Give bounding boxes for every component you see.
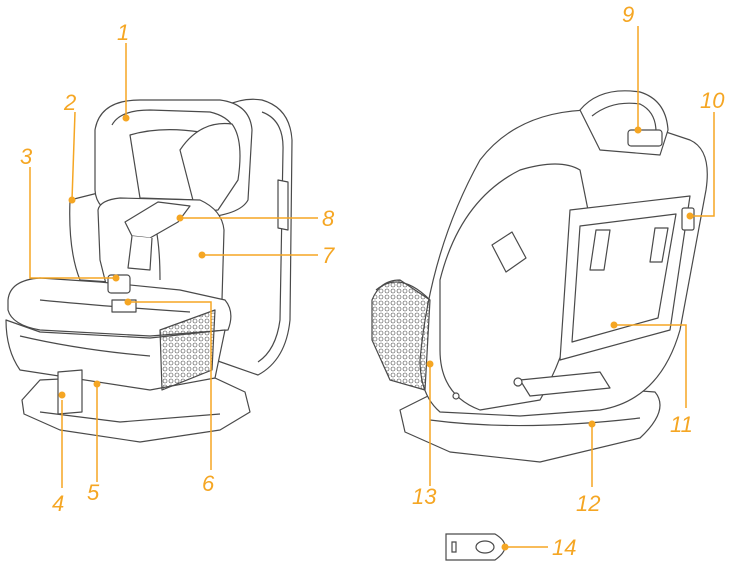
accessory-clip — [446, 534, 505, 560]
callout-9: 9 — [622, 2, 634, 27]
callout-6: 6 — [202, 471, 215, 496]
callout-2: 2 — [63, 90, 76, 115]
front-view-seat — [6, 99, 292, 442]
callout-5: 5 — [87, 480, 100, 505]
callout-14: 14 — [552, 535, 576, 560]
callout-8: 8 — [322, 206, 335, 231]
rear-headrest-adjuster — [628, 130, 662, 146]
callout-11: 11 — [670, 412, 693, 437]
rear-view-seat — [372, 91, 707, 462]
callout-13: 13 — [412, 484, 437, 509]
callout-7: 7 — [322, 243, 335, 268]
callout-3: 3 — [20, 144, 33, 169]
leader-2 — [72, 112, 75, 200]
callout-4: 4 — [52, 491, 64, 516]
callout-10: 10 — [700, 88, 725, 113]
callout-1: 1 — [117, 20, 129, 45]
rear-side-buckle — [682, 208, 694, 230]
callout-12: 12 — [576, 491, 600, 516]
rear-side-mesh — [372, 280, 430, 390]
